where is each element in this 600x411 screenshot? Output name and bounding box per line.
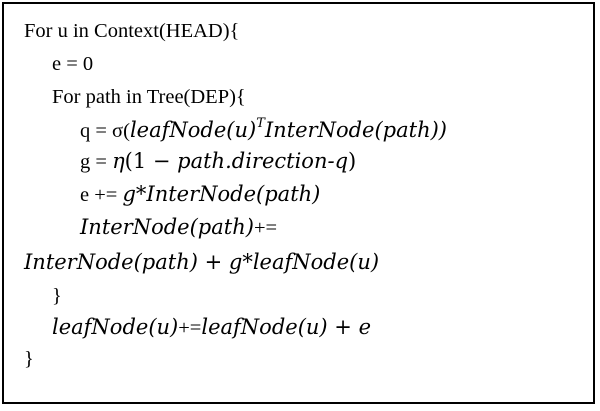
q-update-line: q = σ(leafNode(u)TInterNode(path)) [80,117,447,142]
g-assign-text: g = [80,151,113,173]
leafnode-rhs-term: leafNode(u) [201,315,328,339]
one-minus-text: (1 − [124,149,178,173]
leafnode-update-line: leafNode(u)+=leafNode(u) + e [52,317,371,339]
internode-lhs-term: InterNode(path) [80,215,254,239]
e-update-line: e += g*InterNode(path) [80,184,320,206]
plus-assign-operator: += [253,217,278,239]
transpose-superscript: T [256,116,265,131]
internode-term: InterNode(path)) [264,118,447,142]
error-term: e [358,315,372,339]
inner-loop-close-brace: } [52,285,62,307]
path-direction-term: path.direction-q [177,149,349,173]
plus-operator: + [197,250,229,274]
plus-operator: + [327,315,359,339]
leafnode-term: leafNode(u) [129,118,257,142]
eta-symbol: η [112,149,125,173]
internode-rhs-term: InterNode(path) [24,250,198,274]
q-assign-text: q = σ( [80,120,130,142]
outer-loop-header: For u in Context(HEAD){ [24,20,240,42]
leafnode-lhs-term: leafNode(u) [52,315,179,339]
error-init-line: e = 0 [52,53,94,75]
outer-loop-close-brace: } [24,348,34,370]
g-times-leafnode-term: g*leafNode(u) [228,250,380,274]
algorithm-box: For u in Context(HEAD){ e = 0 For path i… [2,2,595,404]
plus-assign-operator: += [178,317,202,339]
e-accumulate-text: e += [80,184,123,206]
close-paren: ) [348,149,357,173]
g-update-line: g = η(1 − path.direction-q) [80,151,356,173]
g-times-internode-term: g*InterNode(path) [122,182,321,206]
internode-update-continuation: InterNode(path) + g*leafNode(u) [24,252,379,273]
inner-loop-header: For path in Tree(DEP){ [52,86,246,108]
internode-update-line: InterNode(path)+= [80,217,277,239]
